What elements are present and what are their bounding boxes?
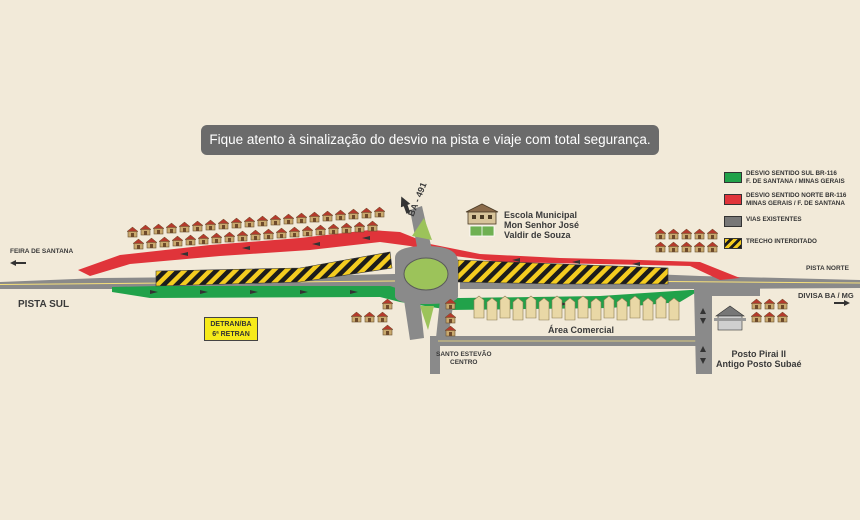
legend-swatch-green [724, 172, 742, 183]
legend-red-line1: DESVIO SENTIDO NORTE BR-116 [746, 192, 847, 199]
label-santo-estevao-line1: SANTO ESTEVÃO [436, 351, 492, 358]
detran-line2: 6ª RETRAN [212, 331, 250, 338]
green-triangle-south [420, 306, 434, 330]
legend-red: DESVIO SENTIDO NORTE BR-116 MINAS GERAIS… [724, 192, 856, 210]
label-escola-line3: Valdir de Souza [504, 230, 571, 240]
legend-swatch-gray [724, 216, 742, 227]
posto-access-road [694, 288, 712, 374]
posto-direction-arrows [700, 308, 706, 364]
legend-gray-text: VIAS EXISTENTES [746, 216, 802, 223]
safety-banner: Fique atento à sinalização do desvio na … [201, 125, 659, 155]
houses-northeast [654, 228, 719, 253]
label-escola: Escola Municipal Mon Senhor José Valdir … [504, 210, 579, 240]
legend: DESVIO SENTIDO SUL BR-116 F. DE SANTANA … [724, 170, 856, 258]
legend-green-line1: DESVIO SENTIDO SUL BR-116 [746, 170, 837, 177]
arrow-east-icon [834, 300, 850, 306]
legend-gray: VIAS EXISTENTES [724, 214, 856, 232]
label-pista-norte: PISTA NORTE [806, 265, 849, 272]
gas-station-icon [714, 305, 746, 331]
legend-hatch-text: TRECHO INTERDITADO [746, 238, 817, 245]
green-triangle-north [412, 218, 432, 240]
label-pista-sul: PISTA SUL [18, 299, 70, 310]
legend-green: DESVIO SENTIDO SUL BR-116 F. DE SANTANA … [724, 170, 856, 188]
legend-red-line2: MINAS GERAIS / F. DE SANTANA [746, 199, 845, 207]
red-detour-route [78, 230, 740, 280]
school-building-icon [465, 203, 499, 237]
legend-hatch: TRECHO INTERDITADO [724, 236, 856, 254]
label-posto-line2: Antigo Posto Subaé [716, 359, 802, 369]
label-escola-line1: Escola Municipal [504, 210, 578, 220]
detran-line1: DETRAN/BA [210, 321, 252, 328]
label-santo-estevao: SANTO ESTEVÃO CENTRO [436, 351, 492, 367]
legend-swatch-hatch [724, 238, 742, 249]
arrow-west-icon [10, 260, 26, 266]
legend-swatch-red [724, 194, 742, 205]
label-divisa: DIVISA BA / MG [798, 291, 854, 300]
label-posto-line1: Posto Pirai II [731, 349, 786, 359]
label-feira-de-santana: FEIRA DE SANTANA [10, 248, 74, 255]
south-spur-left [404, 300, 424, 340]
label-escola-line2: Mon Senhor José [504, 220, 580, 230]
closed-stretch-left [155, 251, 393, 287]
label-posto: Posto Pirai II Antigo Posto Subaé [716, 349, 802, 369]
posto-access-east [712, 288, 760, 296]
santo-estevao-road [430, 336, 710, 374]
legend-green-line2: F. DE SANTANA / MINAS GERAIS [746, 177, 845, 185]
label-area-comercial: Área Comercial [548, 325, 615, 335]
label-santo-estevao-line2: CENTRO [450, 359, 478, 366]
roundabout-island [403, 257, 449, 291]
ba491-arrow-icon [400, 196, 411, 214]
detran-sign: DETRAN/BA 6ª RETRAN [204, 317, 258, 341]
